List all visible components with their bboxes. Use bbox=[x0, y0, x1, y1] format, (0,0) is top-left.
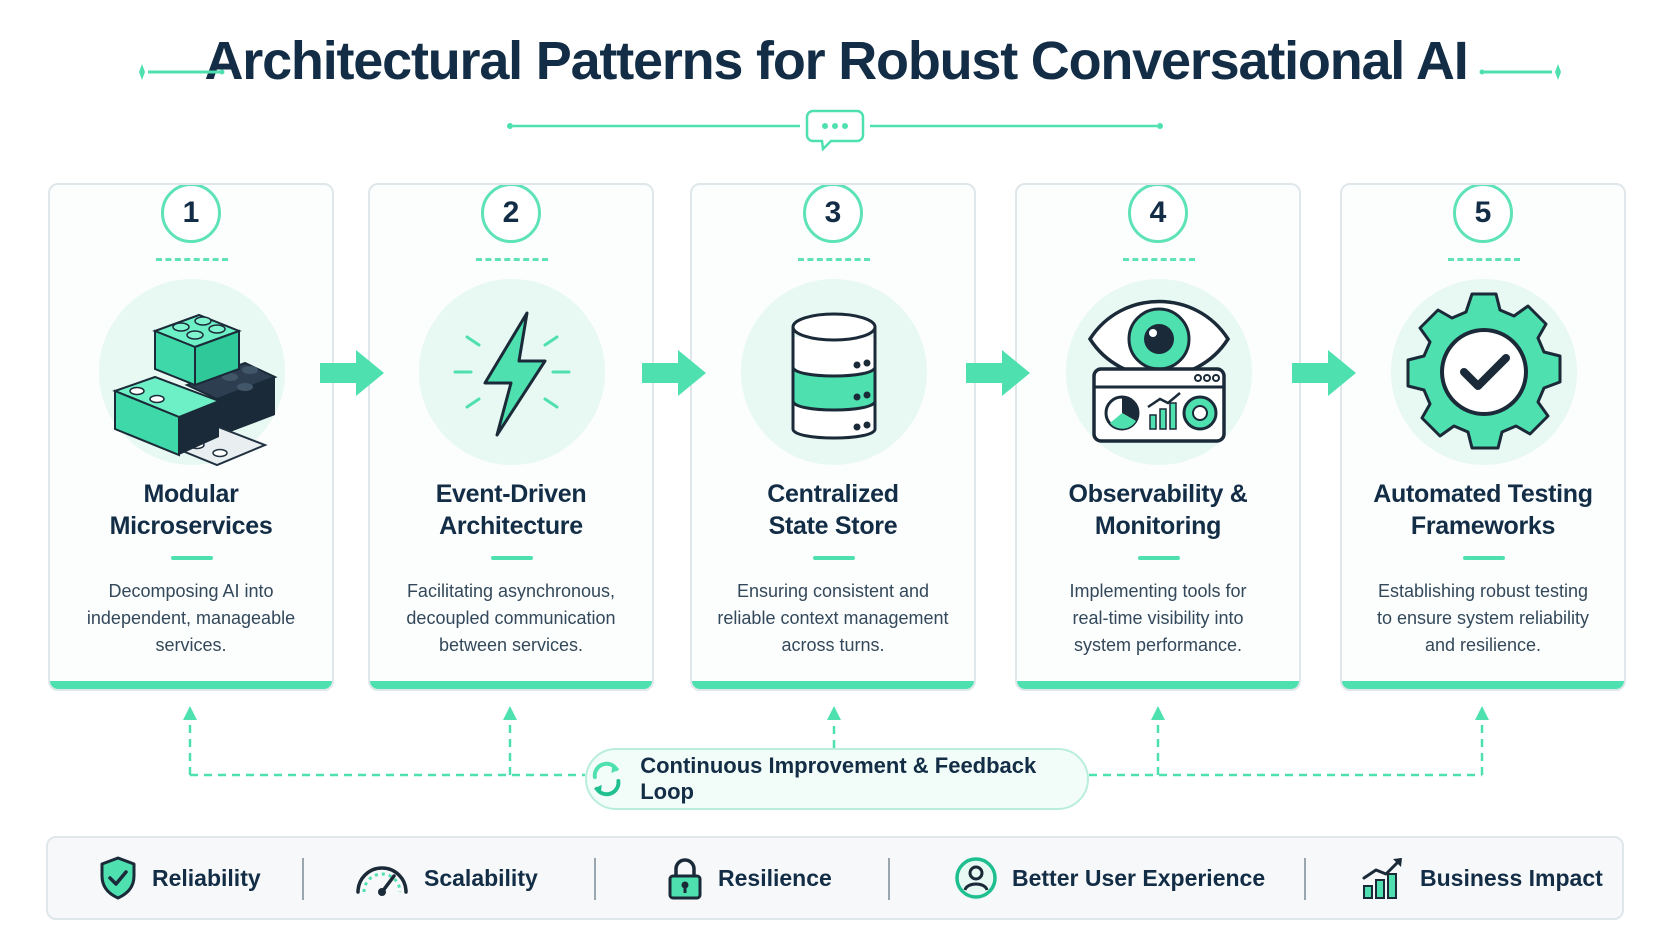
feedback-loop-label: Continuous Improvement & Feedback Loop bbox=[640, 753, 1037, 804]
step-description: Ensuring consistent and reliable context… bbox=[717, 581, 949, 655]
step-card-5: 5 Automated Testing Frameworks Establish… bbox=[1340, 183, 1626, 691]
step-number-badge: 2 bbox=[481, 185, 541, 243]
eye-dashboard-icon bbox=[1087, 299, 1231, 443]
step-title: Observability & Monitoring bbox=[1068, 480, 1248, 540]
title-decoration-right bbox=[1479, 64, 1561, 80]
title-underline bbox=[171, 556, 213, 560]
step-description: Facilitating asynchronous, decoupled com… bbox=[406, 581, 616, 655]
flow-arrow-4-5 bbox=[1292, 350, 1356, 396]
bar-chart-growth-icon bbox=[1362, 858, 1402, 899]
step-card-2: 2 Event-Driven Architecture Facilitating… bbox=[368, 183, 654, 691]
building-blocks-icon bbox=[112, 313, 278, 467]
step-title: Event-Driven Architecture bbox=[435, 480, 587, 540]
refresh-cycle-icon bbox=[592, 761, 621, 797]
shield-check-icon bbox=[100, 856, 136, 900]
step-title: Centralized State Store bbox=[767, 480, 899, 540]
database-icon bbox=[791, 312, 877, 440]
dashed-divider bbox=[1123, 258, 1195, 261]
title-underline bbox=[491, 556, 533, 560]
step-card-1: 1 Modular Microservices Decomposing AI i… bbox=[48, 183, 334, 691]
benefit-scalability: Scalability bbox=[354, 838, 538, 918]
step-title: Modular Microservices bbox=[109, 480, 273, 540]
dashed-divider bbox=[156, 258, 228, 261]
user-circle-icon bbox=[955, 857, 997, 899]
dashed-divider bbox=[476, 258, 548, 261]
page-title: Architectural Patterns for Robust Conver… bbox=[204, 31, 1468, 91]
step-card-4: 4 Observability & Monitoring Implementin… bbox=[1015, 183, 1301, 691]
title-underline bbox=[813, 556, 855, 560]
step-number-badge: 5 bbox=[1453, 185, 1513, 243]
benefit-separator bbox=[1304, 858, 1306, 900]
step-number-badge: 1 bbox=[161, 185, 221, 243]
feedback-loop-pill: Continuous Improvement & Feedback Loop bbox=[585, 748, 1089, 810]
flow-arrow-3-4 bbox=[966, 350, 1030, 396]
title-decoration-left bbox=[139, 64, 225, 80]
lightning-bolt-icon bbox=[453, 311, 571, 437]
step-title: Automated Testing Frameworks bbox=[1373, 480, 1593, 540]
step-number-badge: 3 bbox=[803, 185, 863, 243]
step-card-3: 3 Centralized State Store Ensuring consi… bbox=[690, 183, 976, 691]
benefit-resilience: Resilience bbox=[666, 838, 832, 918]
benefit-business-impact: Business Impact bbox=[1360, 838, 1603, 918]
title-underline bbox=[1463, 556, 1505, 560]
benefits-bar: Reliability Scalability Resilience Bette… bbox=[46, 836, 1624, 920]
benefit-user-experience: Better User Experience bbox=[954, 838, 1265, 918]
step-description: Establishing robust testing to ensure sy… bbox=[1376, 581, 1590, 655]
step-description: Decomposing AI into independent, managea… bbox=[86, 581, 296, 655]
flow-arrow-1-2 bbox=[320, 350, 384, 396]
step-description: Implementing tools for real-time visibil… bbox=[1069, 581, 1247, 655]
benefit-separator bbox=[888, 858, 890, 900]
header: Architectural Patterns for Robust Conver… bbox=[0, 30, 1672, 92]
chat-bubble-divider bbox=[507, 109, 1163, 151]
flow-arrow-2-3 bbox=[642, 350, 706, 396]
dashed-divider bbox=[798, 258, 870, 261]
title-underline bbox=[1138, 556, 1180, 560]
benefit-separator bbox=[302, 858, 304, 900]
dashed-divider bbox=[1448, 258, 1520, 261]
benefit-separator bbox=[594, 858, 596, 900]
padlock-icon bbox=[668, 858, 702, 900]
step-number-badge: 4 bbox=[1128, 185, 1188, 243]
speedometer-icon bbox=[356, 866, 408, 896]
gear-check-icon bbox=[1406, 292, 1562, 450]
benefit-reliability: Reliability bbox=[98, 838, 261, 918]
